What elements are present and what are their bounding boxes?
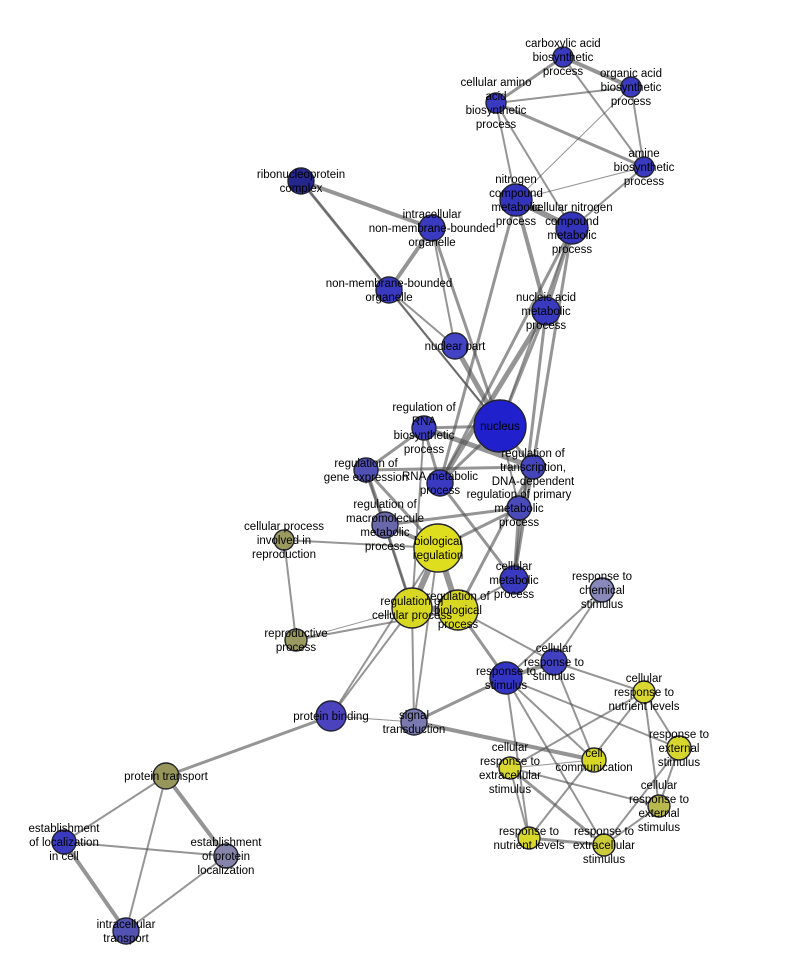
node-reg_transcription[interactable] [520,454,546,480]
node-reg_rna[interactable] [411,415,437,441]
edge-cell_resp_nutrient--cell_resp_external [643,691,660,807]
node-bio_reg[interactable] [413,523,463,573]
edge-organic--amino [495,86,632,104]
edge-cell_resp_extracell--cell_resp_external [509,767,660,807]
node-est_protein_local[interactable] [213,843,239,869]
node-resp_chemical[interactable] [589,577,615,603]
node-intra_organelle[interactable] [418,214,446,242]
node-cell_nitrogen[interactable] [555,211,589,245]
edge-protein_transport--est_protein_local [164,774,228,858]
edge-resp_stim--signal_transduction [412,676,508,724]
node-protein_transport[interactable] [152,762,180,790]
edge-organic--amine [630,86,645,168]
edge-protein_binding--protein_transport [164,714,333,778]
edge-amine--nitrogen [515,166,645,201]
edge-rnp--intra_organelle [299,179,434,230]
edge-reg_transcription--reg_gene [364,465,535,472]
edge-nucleic--cell_metabolic [512,309,548,582]
node-cell_comm[interactable] [581,747,607,773]
edge-amino--cell_nitrogen [495,102,573,229]
node-est_local_cell[interactable] [51,829,77,855]
node-reg_cellular[interactable] [391,587,433,629]
edge-repro_process--reg_biological [295,609,459,641]
node-resp_nutrient[interactable] [517,826,541,850]
edges-layer [62,55,680,933]
edge-cell_resp_stim--resp_chemical [553,589,603,663]
edge-cell_resp_extracell--resp_nutrient [509,767,530,839]
node-resp_stim[interactable] [489,661,523,695]
node-organic[interactable] [620,76,642,98]
edge-nucleic--rna_metabolic [437,308,549,486]
node-amine[interactable] [633,156,655,178]
node-cell_resp_extracell[interactable] [498,756,522,780]
edge-reg_transcription--reg_biological [456,465,535,612]
node-resp_external[interactable] [666,735,692,761]
edge-resp_stim--cell_comm [505,677,595,761]
edge-cell_nitrogen--cell_metabolic [512,226,574,582]
edge-carboxylic--amine [562,56,645,168]
edge-carboxylic--organic [561,55,633,89]
edge-organic--nitrogen [515,86,632,201]
edge-cell_resp_stim--cell_comm [553,661,595,761]
nodes-layer [51,46,692,945]
edge-reg_rna--reg_transcription [421,425,536,470]
node-signal_transduction[interactable] [400,708,428,736]
node-cell_resp_stim[interactable] [540,648,568,676]
node-reg_biological[interactable] [437,589,479,631]
edge-intra_organelle--nucleus [430,226,502,428]
edge-reg_primary--reg_macro [383,506,521,527]
edge-resp_stim--resp_nutrient [505,677,530,839]
edge-protein_transport--intra_transport [125,775,167,932]
edge-cell_proc_repro--bio_reg [283,539,439,549]
node-nitrogen[interactable] [499,183,533,217]
edge-protein_transport--est_local_cell [63,775,167,843]
edge-reg_rna--reg_cellular [411,427,425,609]
node-amino[interactable] [485,92,507,114]
node-nucleus[interactable] [473,399,527,453]
edge-est_protein_local--intra_transport [125,855,227,932]
node-resp_extracell[interactable] [592,833,616,857]
node-cell_resp_nutrient[interactable] [632,680,656,704]
edge-cell_comm--cell_resp_extracell [509,759,595,769]
node-cell_resp_external[interactable] [647,794,671,818]
node-nmb_organelle[interactable] [375,276,403,304]
edge-cell_proc_repro--repro_process [283,539,297,641]
node-rnp[interactable] [287,167,315,195]
edge-resp_external--resp_extracell [603,747,680,846]
edge-resp_nutrient--resp_extracell [527,836,606,847]
node-reg_macro[interactable] [371,511,399,539]
edge-est_local_cell--est_protein_local [63,841,227,857]
edge-est_local_cell--intra_transport [62,840,128,933]
edge-rna_metabolic--cell_metabolic [438,481,516,582]
node-repro_process[interactable] [284,628,308,652]
node-nuclear_part[interactable] [441,332,469,360]
edge-resp_stim--resp_extracell [505,677,605,846]
edge-cell_resp_extracell--resp_extracell [508,766,606,847]
node-rna_metabolic[interactable] [426,469,454,497]
edge-bio_reg--protein_binding [330,547,439,717]
node-intra_transport[interactable] [112,917,140,945]
edge-reg_cellular--protein_binding [330,607,413,717]
node-cell_proc_repro[interactable] [273,529,295,551]
node-reg_gene[interactable] [353,457,379,483]
edge-amino--amine [494,101,646,169]
node-reg_primary[interactable] [506,495,532,521]
edge-carboxylic--amino [494,55,565,105]
node-nucleic[interactable] [531,296,561,326]
edge-nmb_organelle--nuclear_part [388,289,456,347]
edge-bio_reg--signal_transduction [413,547,439,723]
edge-signal_transduction--cell_comm [412,720,596,762]
node-protein_binding[interactable] [315,700,347,732]
edge-cell_resp_nutrient--cell_resp_extracell [509,691,645,769]
edge-nitrogen--nucleic [514,198,548,313]
node-carboxylic[interactable] [552,46,574,68]
edge-intra_organelle--nuclear_part [431,227,456,347]
edge-nucleus--cell_nitrogen [499,227,573,427]
edge-resp_stim--resp_chemical [505,589,603,679]
edge-cell_resp_stim--cell_resp_nutrient [553,661,645,693]
node-cell_metabolic[interactable] [499,565,529,595]
